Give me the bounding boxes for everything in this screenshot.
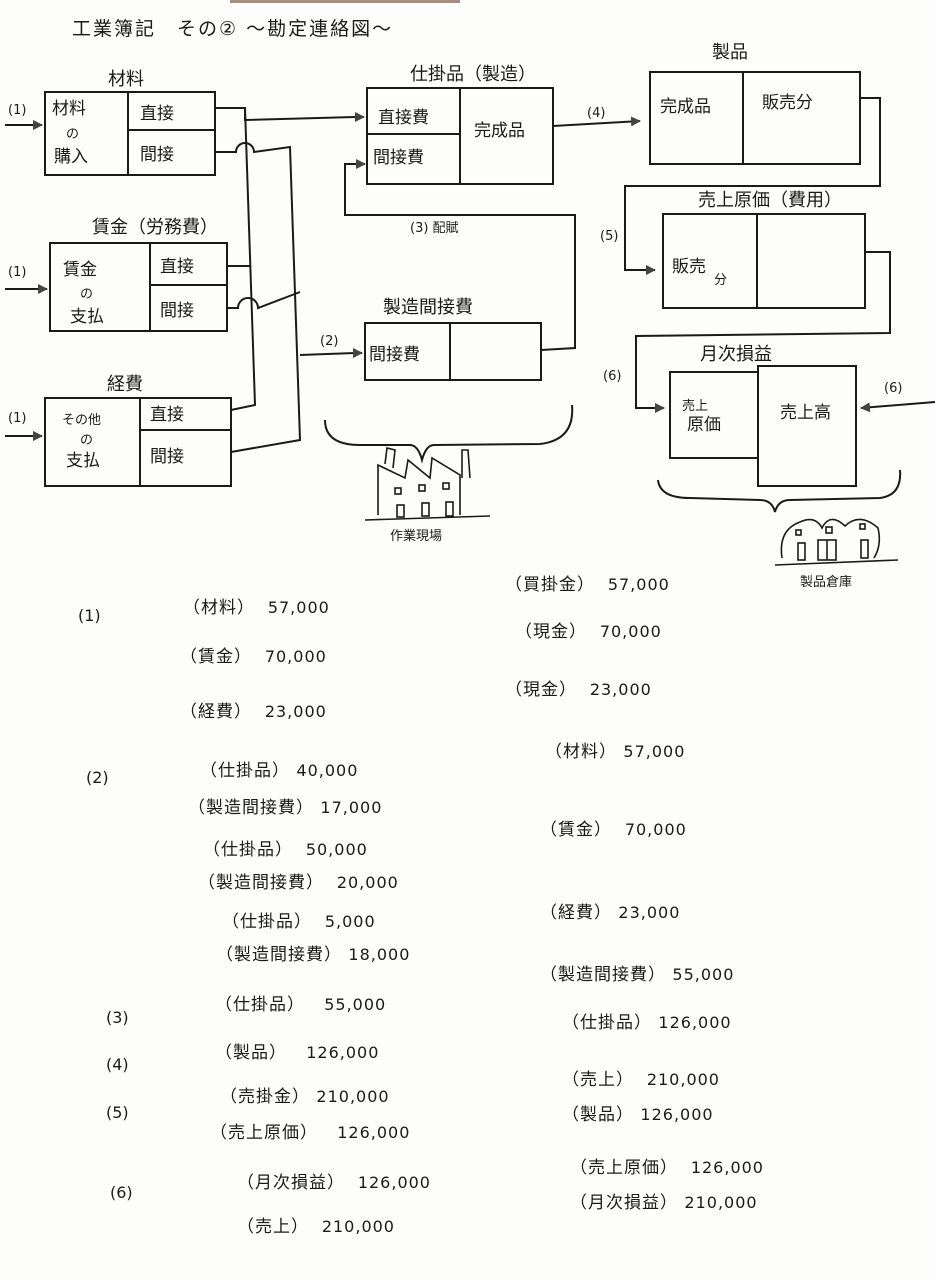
debit-entry: （売掛金） 210,000 bbox=[220, 1087, 390, 1107]
step-4-label: (4) bbox=[106, 1055, 129, 1074]
credit-entry: （賃金） 70,000 bbox=[540, 820, 687, 840]
debit-entry: （製造間接費） 18,000 bbox=[216, 945, 411, 965]
step-2-label: (2) bbox=[86, 768, 109, 787]
zairyo-left-3: 購入 bbox=[54, 147, 88, 167]
account-getsuji-soneki bbox=[669, 365, 857, 487]
credit-entry: （月次損益） 210,000 bbox=[570, 1193, 758, 1213]
keihi-right-bottom: 間接 bbox=[150, 447, 184, 467]
allocation-label: (3) 配賦 bbox=[410, 221, 459, 236]
getsuji-soneki-title: 月次損益 bbox=[700, 344, 772, 365]
debit-entry: （売上） 210,000 bbox=[237, 1217, 395, 1237]
debit-entry: （製品） 126,000 bbox=[215, 1043, 380, 1063]
step-3-label: (3) bbox=[106, 1008, 129, 1027]
debit-entry: （経費） 23,000 bbox=[180, 702, 327, 722]
chingin-left-1: 賃金 bbox=[63, 260, 97, 280]
getsuji-soneki-left-2: 原価 bbox=[687, 415, 721, 435]
seihin-input-label: (4) bbox=[587, 106, 605, 121]
uriage-genka-left-2: 分 bbox=[714, 273, 727, 288]
seihin-title: 製品 bbox=[712, 42, 748, 63]
zairyo-left-1: 材料 bbox=[52, 99, 86, 119]
account-keihi bbox=[5, 397, 232, 487]
credit-entry: （経費） 23,000 bbox=[540, 903, 681, 923]
getsuji-soneki-left-1: 売上 bbox=[682, 398, 708, 414]
debit-entry: （月次損益） 126,000 bbox=[237, 1173, 431, 1193]
chingin-left-3: 支払 bbox=[70, 307, 104, 327]
keihi-right-top: 直接 bbox=[150, 405, 184, 425]
shikakarihin-left-top: 直接費 bbox=[378, 108, 429, 128]
chingin-right-bottom: 間接 bbox=[160, 301, 194, 321]
zairyo-title: 材料 bbox=[108, 69, 144, 90]
account-seihin bbox=[649, 71, 861, 165]
credit-entry: （製造間接費） 55,000 bbox=[540, 965, 735, 985]
seizo-kansetsuhi-input-label: (2) bbox=[320, 334, 338, 349]
getsuji-soneki-input-left: (6) bbox=[603, 369, 621, 384]
credit-entry: （製品） 126,000 bbox=[562, 1105, 714, 1125]
debit-entry: （製造間接費） 20,000 bbox=[198, 873, 399, 893]
step-5-label: (5) bbox=[106, 1103, 129, 1122]
shikakarihin-title: 仕掛品（製造） bbox=[410, 64, 536, 85]
credit-entry: （仕掛品） 126,000 bbox=[562, 1013, 732, 1033]
seizo-kansetsuhi-left: 間接費 bbox=[369, 345, 420, 365]
credit-entry: （売上） 210,000 bbox=[562, 1070, 720, 1090]
account-chingin bbox=[5, 242, 228, 332]
factory-label: 作業現場 bbox=[390, 528, 442, 544]
seihin-left: 完成品 bbox=[660, 97, 711, 117]
debit-entry: （材料） 57,000 bbox=[183, 598, 330, 618]
debit-entry: （製造間接費） 17,000 bbox=[188, 798, 383, 818]
shikakarihin-left-bottom: 間接費 bbox=[373, 148, 424, 168]
warehouse-label: 製品倉庫 bbox=[800, 575, 852, 590]
keihi-input-label: (1) bbox=[8, 411, 26, 426]
account-shikakarihin bbox=[366, 87, 554, 185]
credit-entry: （材料） 57,000 bbox=[545, 742, 686, 762]
keihi-left-2: の bbox=[80, 433, 93, 448]
page-title: 工業簿記 その② ～勘定連絡図～ bbox=[72, 18, 394, 40]
credit-entry: （売上原価） 126,000 bbox=[570, 1158, 764, 1178]
debit-entry: （仕掛品） 5,000 bbox=[222, 912, 376, 932]
debit-entry: （仕掛品） 40,000 bbox=[200, 761, 359, 781]
uriage-genka-left-1: 販売 bbox=[672, 257, 706, 277]
factory-icon bbox=[364, 447, 491, 521]
step-1-label: (1) bbox=[78, 606, 101, 625]
chingin-left-2: の bbox=[80, 287, 93, 302]
chingin-right-top: 直接 bbox=[160, 257, 194, 277]
photo-edge-strip bbox=[230, 0, 460, 3]
credit-entry: （現金） 70,000 bbox=[515, 622, 662, 642]
warehouse-icon bbox=[774, 518, 899, 566]
credit-entry: （現金） 23,000 bbox=[505, 680, 652, 700]
chingin-title: 賃金（労務費） bbox=[92, 217, 218, 238]
debit-entry: （賃金） 70,000 bbox=[180, 647, 327, 667]
uriage-genka-input-label: (5) bbox=[600, 229, 618, 244]
keihi-title: 経費 bbox=[107, 374, 143, 395]
uriage-genka-title: 売上原価（費用） bbox=[698, 190, 842, 211]
zairyo-right-bottom: 間接 bbox=[140, 145, 174, 165]
account-zairyo bbox=[5, 91, 216, 176]
getsuji-soneki-input-right: (6) bbox=[884, 381, 902, 396]
seizo-kansetsuhi-title: 製造間接費 bbox=[383, 297, 473, 318]
chingin-input-label: (1) bbox=[8, 265, 26, 280]
debit-entry: （仕掛品） 50,000 bbox=[203, 840, 368, 860]
zairyo-input-label: (1) bbox=[8, 103, 26, 118]
account-flow-diagram: 材料 材料 の 購入 直接 間接 (1) 賃金（労務費） 賃金 の 支払 直接 … bbox=[5, 42, 935, 590]
seihin-right: 販売分 bbox=[762, 93, 813, 113]
zairyo-left-2: の bbox=[66, 127, 79, 142]
debit-entry: （売上原価） 126,000 bbox=[210, 1123, 411, 1143]
zairyo-right-top: 直接 bbox=[140, 104, 174, 124]
account-uriage-genka bbox=[662, 213, 866, 309]
keihi-left-3: 支払 bbox=[66, 451, 100, 471]
account-seizo-kansetsuhi bbox=[364, 322, 542, 381]
keihi-left-1: その他 bbox=[62, 413, 101, 428]
step-6-label: (6) bbox=[110, 1183, 133, 1202]
debit-entry: （仕掛品） 55,000 bbox=[215, 995, 387, 1015]
getsuji-soneki-right: 売上高 bbox=[780, 403, 831, 423]
credit-entry: （買掛金） 57,000 bbox=[505, 575, 670, 595]
shikakarihin-right: 完成品 bbox=[474, 121, 525, 141]
